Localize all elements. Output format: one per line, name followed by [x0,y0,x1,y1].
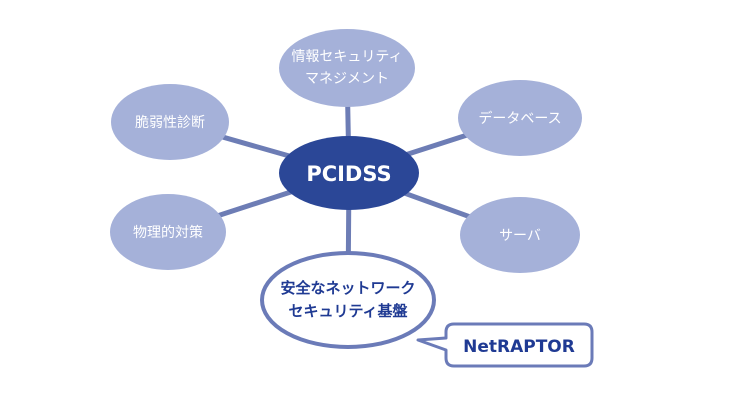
node-vuln: 脆弱性診断 [111,84,229,160]
node-database-label: データベース [478,110,561,127]
node-isms-bubble [279,29,415,107]
node-physical: 物理的対策 [110,194,226,270]
callout-label: NetRAPTOR [463,337,575,357]
node-vuln-bubble [111,84,229,160]
node-physical-label: 物理的対策 [133,224,203,241]
node-network: 安全なネットワーク セキュリティ基盤 [260,251,436,349]
center-node-bubble [279,136,419,210]
center-node-label: PCIDSS [306,162,391,186]
node-network-label-line1: 安全なネットワーク [280,279,415,297]
node-database: データベース [458,80,582,156]
node-server: サーバ [460,197,580,273]
node-network-label-line2: セキュリティ基盤 [288,302,408,320]
node-isms: 情報セキュリティ マネジメント [279,29,415,107]
node-database-bubble [458,80,582,156]
node-server-bubble [460,197,580,273]
node-isms-label-line1: 情報セキュリティ [291,49,402,65]
node-network-bubble [260,251,436,349]
node-vuln-label: 脆弱性診断 [135,114,205,131]
node-isms-label-line2: マネジメント [305,71,389,87]
callout-box [416,322,594,368]
callout: NetRAPTOR [416,322,594,368]
node-server-label: サーバ [499,228,541,244]
center-node: PCIDSS [279,136,419,210]
node-physical-bubble [110,194,226,270]
